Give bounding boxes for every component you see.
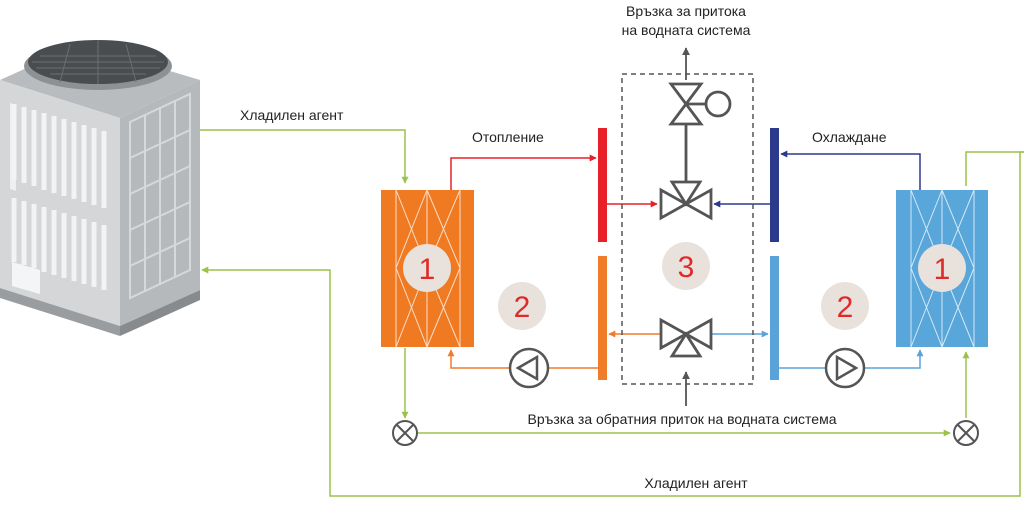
heating-return-header [598, 256, 607, 380]
three-way-valve-icon [659, 180, 713, 221]
cooling-supply-header [770, 128, 779, 242]
heating-supply-line [450, 154, 597, 190]
refrigerant-loop-line [965, 151, 1024, 186]
svg-text:1: 1 [419, 253, 436, 286]
badge-heat-exchanger-right: 1 [918, 244, 966, 292]
svg-text:1: 1 [934, 253, 951, 286]
label-cooling: Охлаждане [812, 129, 887, 145]
svg-text:2: 2 [837, 291, 854, 324]
svg-text:2: 2 [514, 291, 531, 324]
cooling-return-line-2 [864, 349, 924, 369]
badge-heat-exchanger-left: 1 [403, 244, 451, 292]
outdoor-unit-icon [0, 40, 200, 336]
refrigerant-lines [200, 129, 1024, 497]
svg-text:3: 3 [678, 251, 695, 284]
label-refrigerant-top: Хладилен агент [240, 107, 344, 123]
heating-return-line-2 [447, 349, 510, 369]
valve-station-box [621, 73, 754, 385]
label-refrigerant-bottom: Хладилен агент [644, 475, 748, 491]
expansion-valve-right-icon [953, 420, 979, 446]
pump-cooling-icon [824, 347, 866, 389]
label-return-connection: Връзка за обратния приток на водната сис… [528, 411, 837, 427]
motorized-valve-icon [668, 82, 732, 126]
refrigerant-supply-line [200, 129, 409, 184]
return-three-way-valve-icon [659, 317, 713, 358]
expansion-valve-left-icon [392, 420, 418, 446]
label-heating: Отопление [472, 129, 544, 145]
badge-valve-station: 3 [662, 242, 710, 290]
pump-heating-icon [508, 347, 550, 389]
label-top-connection-line1: Връзка за притока [626, 3, 746, 19]
cooling-supply-line [780, 150, 921, 190]
heating-supply-header [598, 128, 607, 242]
cooling-return-header [770, 256, 779, 380]
badge-pump-right: 2 [821, 282, 869, 330]
badge-pump-left: 2 [498, 282, 546, 330]
refrigerant-return-line [201, 151, 1024, 497]
label-top-connection-line2: на водната система [622, 22, 751, 38]
